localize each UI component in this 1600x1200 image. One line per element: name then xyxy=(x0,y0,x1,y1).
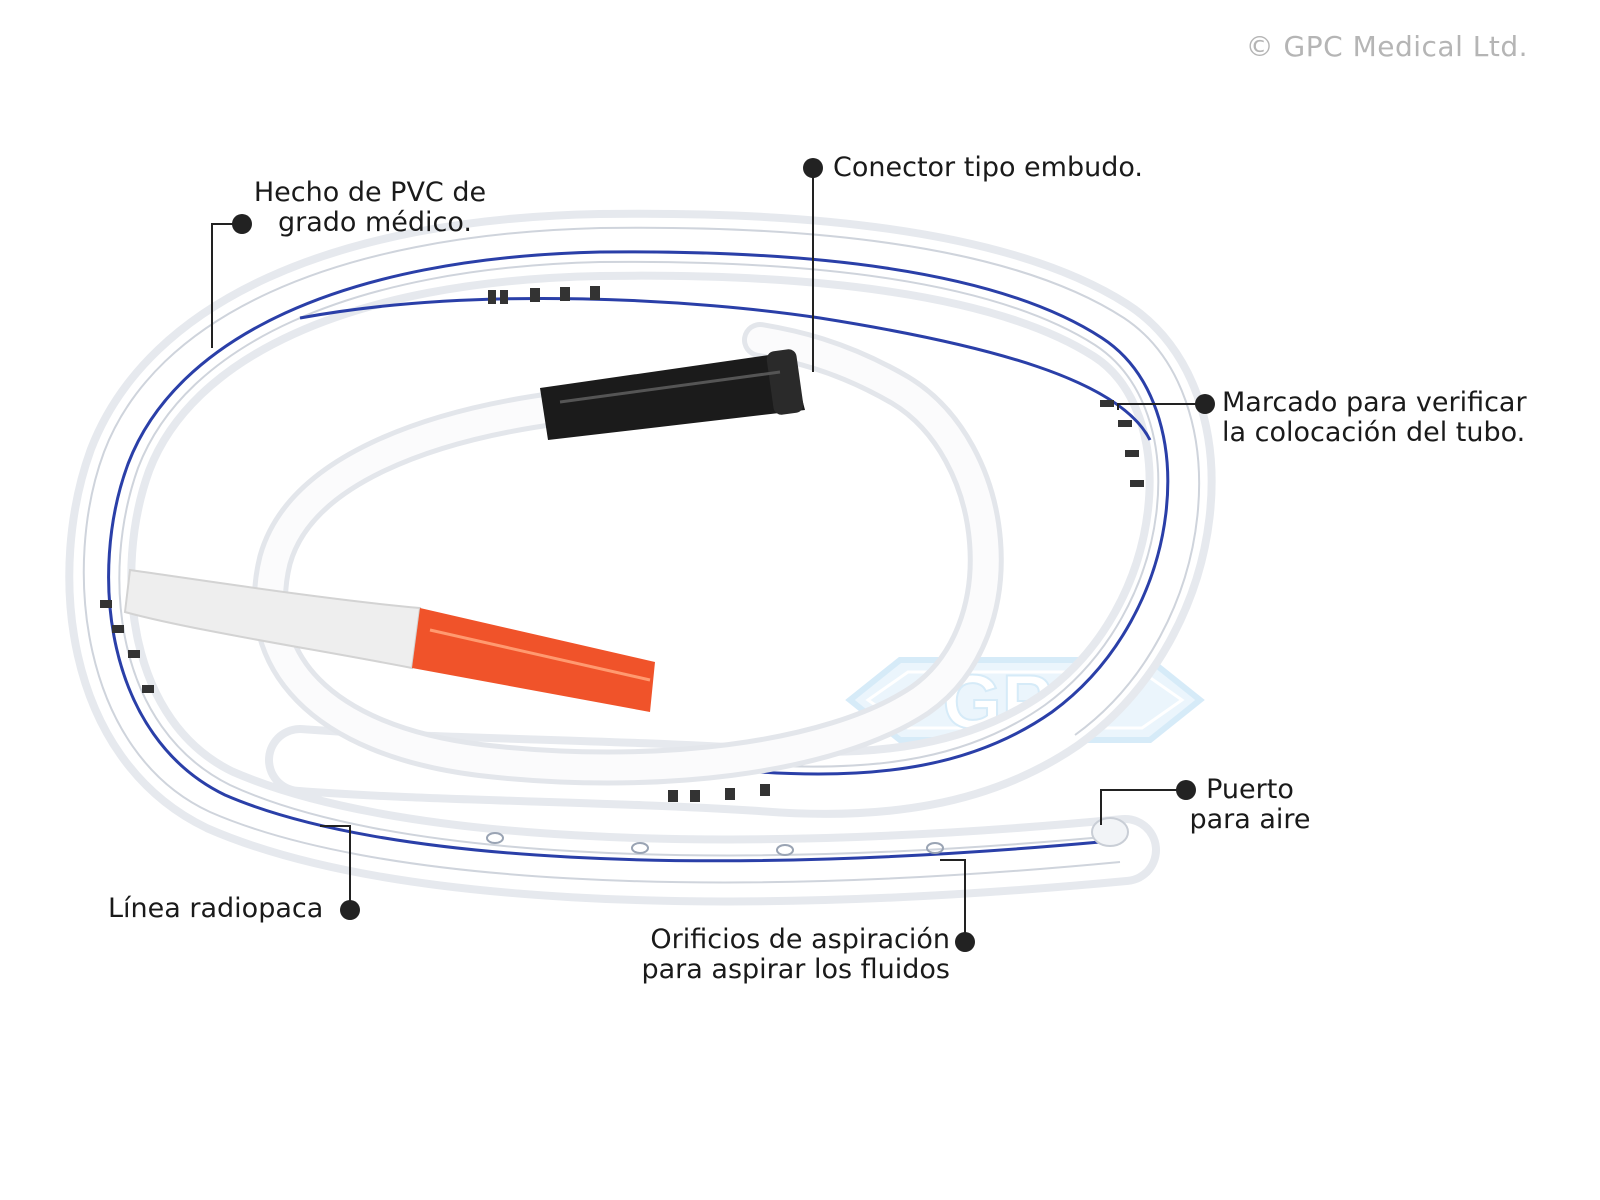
label-air-port-line1: Puerto xyxy=(1206,774,1294,805)
copyright-notice: © GPC Medical Ltd. xyxy=(1245,30,1528,63)
label-pvc: Hecho de PVC de grado médico. xyxy=(245,178,495,238)
label-suction-holes: Orificios de aspiración para aspirar los… xyxy=(640,925,950,985)
label-radiopaque: Línea radiopaca xyxy=(108,894,323,924)
leader-dots xyxy=(232,158,1215,952)
air-port-dot xyxy=(1176,780,1196,800)
air-port-connector xyxy=(123,568,655,712)
inner-tube xyxy=(252,322,1004,786)
label-air-port-line2: para aire xyxy=(1189,804,1311,835)
leader-lines xyxy=(211,172,1200,942)
label-marking: Marcado para verificar la colocación del… xyxy=(1222,388,1527,448)
main-tube xyxy=(65,209,1216,906)
depth-markings xyxy=(100,286,1144,802)
label-funnel-line1: Conector tipo embudo. xyxy=(833,152,1143,183)
label-suction-line2: para aspirar los fluidos xyxy=(641,954,950,985)
label-marking-line2: la colocación del tubo. xyxy=(1222,417,1526,448)
pvc-dot xyxy=(232,214,252,234)
funnel-connector xyxy=(540,349,805,440)
funnel-dot xyxy=(803,158,823,178)
radiopaque-line xyxy=(107,250,1170,863)
label-suction-line1: Orificios de aspiración xyxy=(650,924,950,955)
label-pvc-line2: grado médico. xyxy=(277,207,473,238)
marking-dot xyxy=(1195,394,1215,414)
suction-hole-markers xyxy=(486,832,944,856)
tube-tip xyxy=(1091,817,1129,847)
label-funnel: Conector tipo embudo. xyxy=(833,153,1143,183)
label-marking-line1: Marcado para verificar xyxy=(1222,387,1527,418)
label-pvc-line1: Hecho de PVC de xyxy=(253,177,487,208)
label-air-port: Puerto para aire xyxy=(1180,775,1320,835)
suction-dot xyxy=(955,932,975,952)
radiopaque-dot xyxy=(340,900,360,920)
label-radiopaque-line1: Línea radiopaca xyxy=(108,893,324,924)
